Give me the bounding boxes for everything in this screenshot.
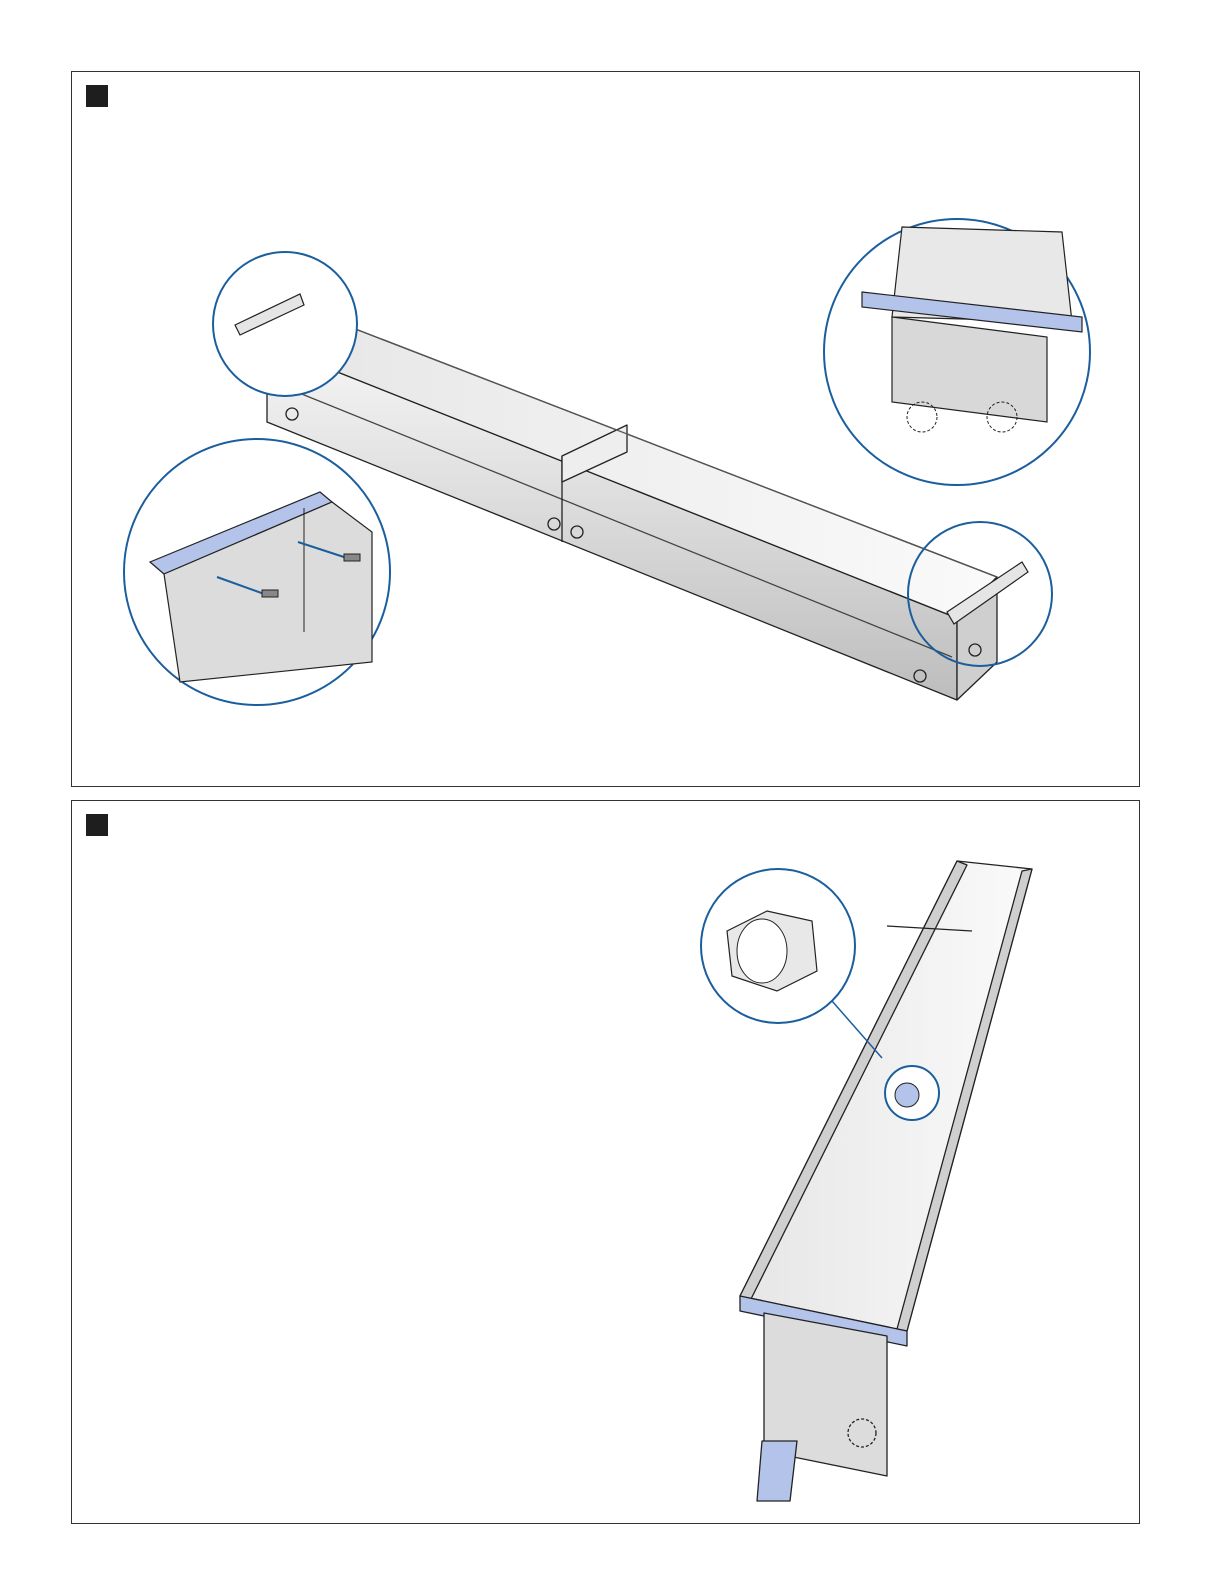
step-panel-1 <box>71 71 1140 787</box>
callout-end-cap-right <box>824 219 1090 485</box>
raceway-assembly-illustration <box>72 72 1139 786</box>
step-panel-2 <box>71 800 1140 1524</box>
callout-screw-detail <box>124 439 390 705</box>
raceway-fitting-illustration <box>72 801 1139 1523</box>
callout-end-cap-left <box>213 252 357 396</box>
magnify-circle-icon <box>213 252 357 396</box>
